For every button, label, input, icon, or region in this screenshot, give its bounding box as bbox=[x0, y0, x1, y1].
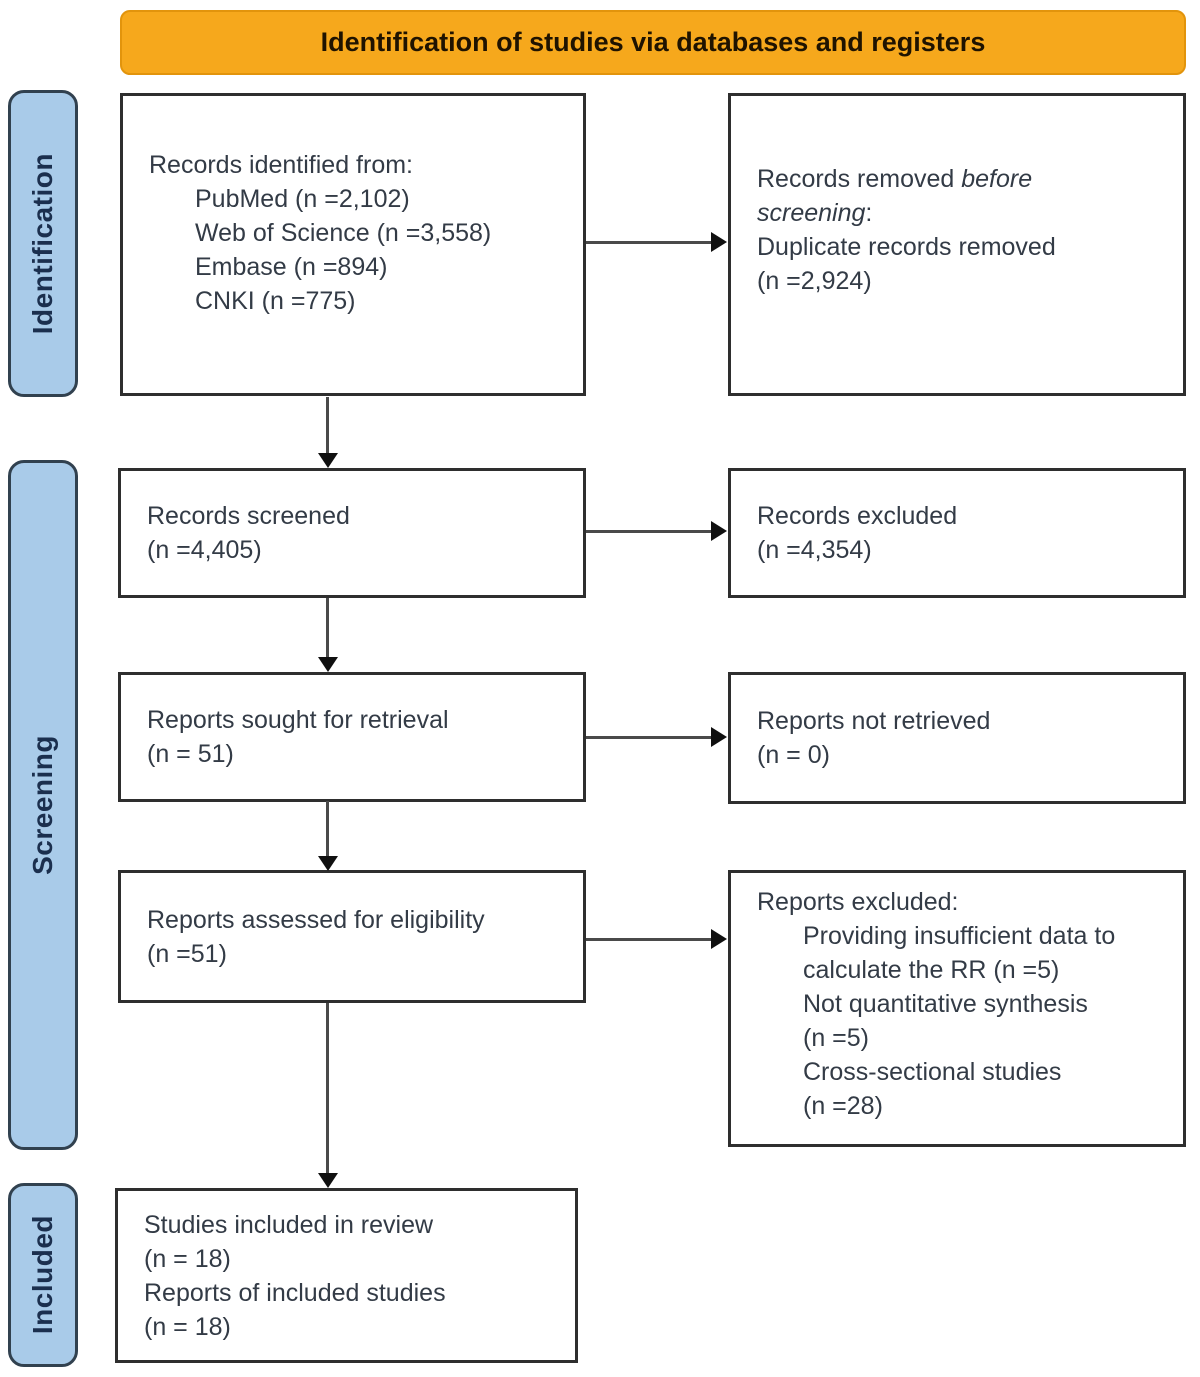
box-reports-excluded: Reports excluded: Providing insufficient… bbox=[728, 870, 1186, 1147]
reason-cross-sectional-count: (n =28) bbox=[803, 1092, 883, 1120]
source-embase: Embase (n =894) bbox=[195, 253, 388, 281]
box-records-removed: Records removed before screening: Duplic… bbox=[728, 93, 1186, 396]
reports-sought-count: (n = 51) bbox=[147, 740, 234, 768]
reason-insufficient-data-line1: Providing insufficient data to bbox=[803, 922, 1116, 950]
arrow-identified-to-removed-line bbox=[586, 241, 714, 244]
stage-label-included-text: Included bbox=[27, 1215, 58, 1335]
arrow-assessed-to-included-line bbox=[326, 1003, 329, 1175]
reason-insufficient-data-line2: calculate the RR (n =5) bbox=[803, 956, 1060, 984]
included-reports-label: Reports of included studies bbox=[144, 1278, 446, 1307]
arrow-screened-to-excluded-line bbox=[586, 530, 714, 533]
box-records-screened: Records screened (n =4,405) bbox=[118, 468, 586, 598]
arrow-down-icon bbox=[318, 856, 338, 871]
arrow-right-icon bbox=[711, 727, 727, 747]
records-removed-italic-before: before bbox=[961, 165, 1033, 193]
records-screened-label: Records screened bbox=[147, 502, 350, 530]
box-reports-not-retrieved: Reports not retrieved (n = 0) bbox=[728, 672, 1186, 804]
reason-cross-sectional-line1: Cross-sectional studies bbox=[803, 1058, 1062, 1086]
records-removed-colon: : bbox=[865, 199, 873, 227]
box-reports-assessed: Reports assessed for eligibility (n =51) bbox=[118, 870, 586, 1003]
stage-label-included: Included bbox=[8, 1183, 78, 1367]
arrow-sought-to-not-retrieved-line bbox=[586, 736, 714, 739]
box-included-studies: Studies included in review (n = 18) Repo… bbox=[115, 1188, 578, 1363]
arrow-down-icon bbox=[318, 1173, 338, 1188]
records-removed-line1: Records removed before bbox=[757, 162, 1167, 196]
included-studies-count: (n = 18) bbox=[144, 1244, 231, 1273]
reports-sought-label: Reports sought for retrieval bbox=[147, 706, 449, 734]
arrow-sought-to-assessed-line bbox=[326, 801, 329, 859]
arrow-right-icon bbox=[711, 929, 727, 949]
included-studies-label: Studies included in review bbox=[144, 1210, 434, 1239]
records-removed-line1-prefix: Records removed bbox=[757, 165, 962, 193]
source-cnki: CNKI (n =775) bbox=[195, 287, 356, 315]
stage-label-screening: Screening bbox=[8, 460, 78, 1150]
reason-not-quantitative-count: (n =5) bbox=[803, 1024, 870, 1052]
source-web-of-science: Web of Science (n =3,558) bbox=[195, 219, 492, 247]
stage-label-identification-text: Identification bbox=[27, 152, 58, 335]
records-removed-italic-screening: screening bbox=[757, 199, 866, 227]
arrow-assessed-to-excluded-line bbox=[586, 938, 714, 941]
records-screened-count: (n =4,405) bbox=[147, 536, 262, 564]
arrow-identified-to-screened-line bbox=[326, 397, 329, 457]
reports-excluded-title: Reports excluded: bbox=[757, 888, 959, 916]
stage-label-identification: Identification bbox=[8, 90, 78, 397]
source-pubmed: PubMed (n =2,102) bbox=[195, 185, 410, 213]
records-removed-count: (n =2,924) bbox=[757, 267, 872, 295]
arrow-right-icon bbox=[711, 232, 727, 252]
records-removed-line3: Duplicate records removed bbox=[757, 233, 1056, 261]
box-records-excluded: Records excluded (n =4,354) bbox=[728, 468, 1186, 598]
records-excluded-label: Records excluded bbox=[757, 502, 958, 530]
reports-assessed-label: Reports assessed for eligibility bbox=[147, 905, 485, 934]
arrow-down-icon bbox=[318, 453, 338, 468]
box-records-identified: Records identified from: PubMed (n =2,10… bbox=[120, 93, 586, 396]
reason-not-quantitative-line1: Not quantitative synthesis bbox=[803, 990, 1088, 1018]
box-reports-sought: Reports sought for retrieval (n = 51) bbox=[118, 672, 586, 802]
arrow-screened-to-sought-line bbox=[326, 598, 329, 660]
records-identified-title: Records identified from: bbox=[149, 151, 414, 179]
reports-not-retrieved-label: Reports not retrieved bbox=[757, 707, 991, 735]
reports-assessed-count: (n =51) bbox=[147, 939, 227, 968]
reports-not-retrieved-count: (n = 0) bbox=[757, 741, 830, 769]
arrow-down-icon bbox=[318, 657, 338, 672]
records-removed-line2: screening: bbox=[757, 196, 1167, 230]
stage-label-screening-text: Screening bbox=[27, 735, 58, 875]
included-reports-count: (n = 18) bbox=[144, 1312, 231, 1341]
banner-title: Identification of studies via databases … bbox=[120, 10, 1186, 75]
records-excluded-count: (n =4,354) bbox=[757, 536, 872, 564]
arrow-right-icon bbox=[711, 521, 727, 541]
